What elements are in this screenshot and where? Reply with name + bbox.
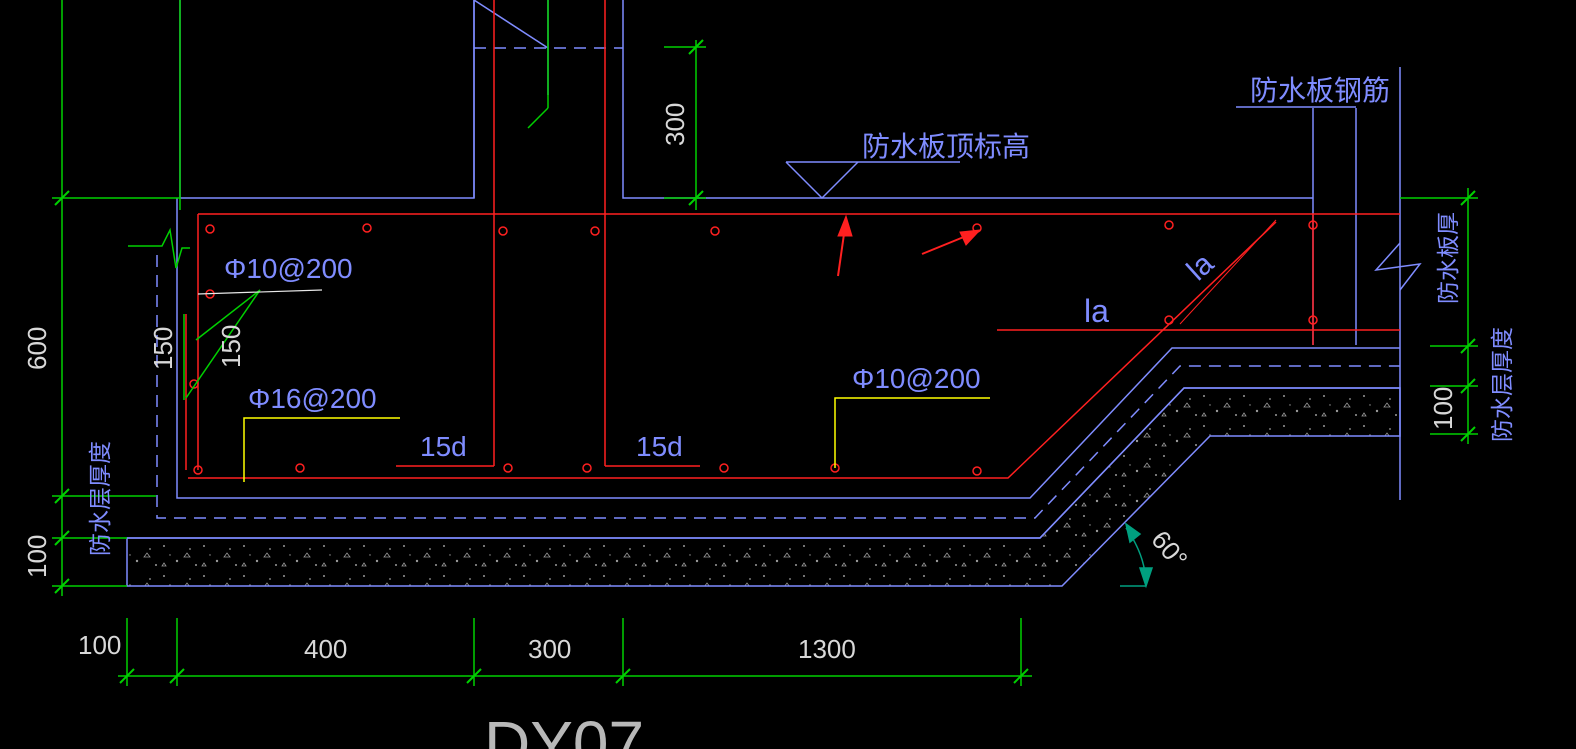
dim-left-150b: 150 xyxy=(216,325,246,368)
dim-bottom-1300: 1300 xyxy=(798,634,856,664)
leader-lines xyxy=(243,397,990,482)
label-hook-1: 15d xyxy=(420,431,467,462)
label-hook-2: 15d xyxy=(636,431,683,462)
break-symbol-right xyxy=(1374,242,1422,291)
label-rebar-bottom-right: Φ10@200 xyxy=(852,363,981,394)
dimension-ticks xyxy=(54,39,1476,684)
label-waterproof-slab-rebar: 防水板钢筋 xyxy=(1250,75,1390,106)
angle-marker xyxy=(1120,522,1154,589)
drawing-title: DY07 xyxy=(484,708,644,749)
dim-right-100: 100 xyxy=(1428,387,1458,430)
dim-bottom-100: 100 xyxy=(78,630,121,660)
rebar xyxy=(185,0,1400,479)
dim-left-150: 150 xyxy=(148,327,178,370)
label-waterproof-layer-thickness-right: 防水层厚度 xyxy=(1489,327,1515,442)
dim-top-300: 300 xyxy=(660,103,690,146)
structure-outline xyxy=(127,0,1401,539)
label-rebar-bottom-left: Φ16@200 xyxy=(248,383,377,414)
waterproof-membrane xyxy=(156,47,1400,519)
label-waterproof-slab-thickness: 防水板厚 xyxy=(1435,212,1461,304)
label-angle: 60° xyxy=(1145,525,1193,574)
break-symbol-left xyxy=(128,227,190,269)
leader-lines-white xyxy=(197,289,323,295)
rebar-arrows xyxy=(837,214,1277,325)
rebar-dots xyxy=(189,220,1318,476)
label-anchorage-horizontal: la xyxy=(1084,293,1109,329)
label-waterproof-slab-top-elevation: 防水板顶标高 xyxy=(862,131,1030,162)
dim-bottom-400: 400 xyxy=(304,634,347,664)
dim-bottom-300: 300 xyxy=(528,634,571,664)
label-rebar-top-left: Φ10@200 xyxy=(224,253,353,284)
label-waterproof-layer-thickness-left: 防水层厚度 xyxy=(87,441,113,556)
dim-left-100: 100 xyxy=(22,535,52,578)
dim-left-600: 600 xyxy=(22,327,52,370)
elevation-marker xyxy=(785,161,960,200)
